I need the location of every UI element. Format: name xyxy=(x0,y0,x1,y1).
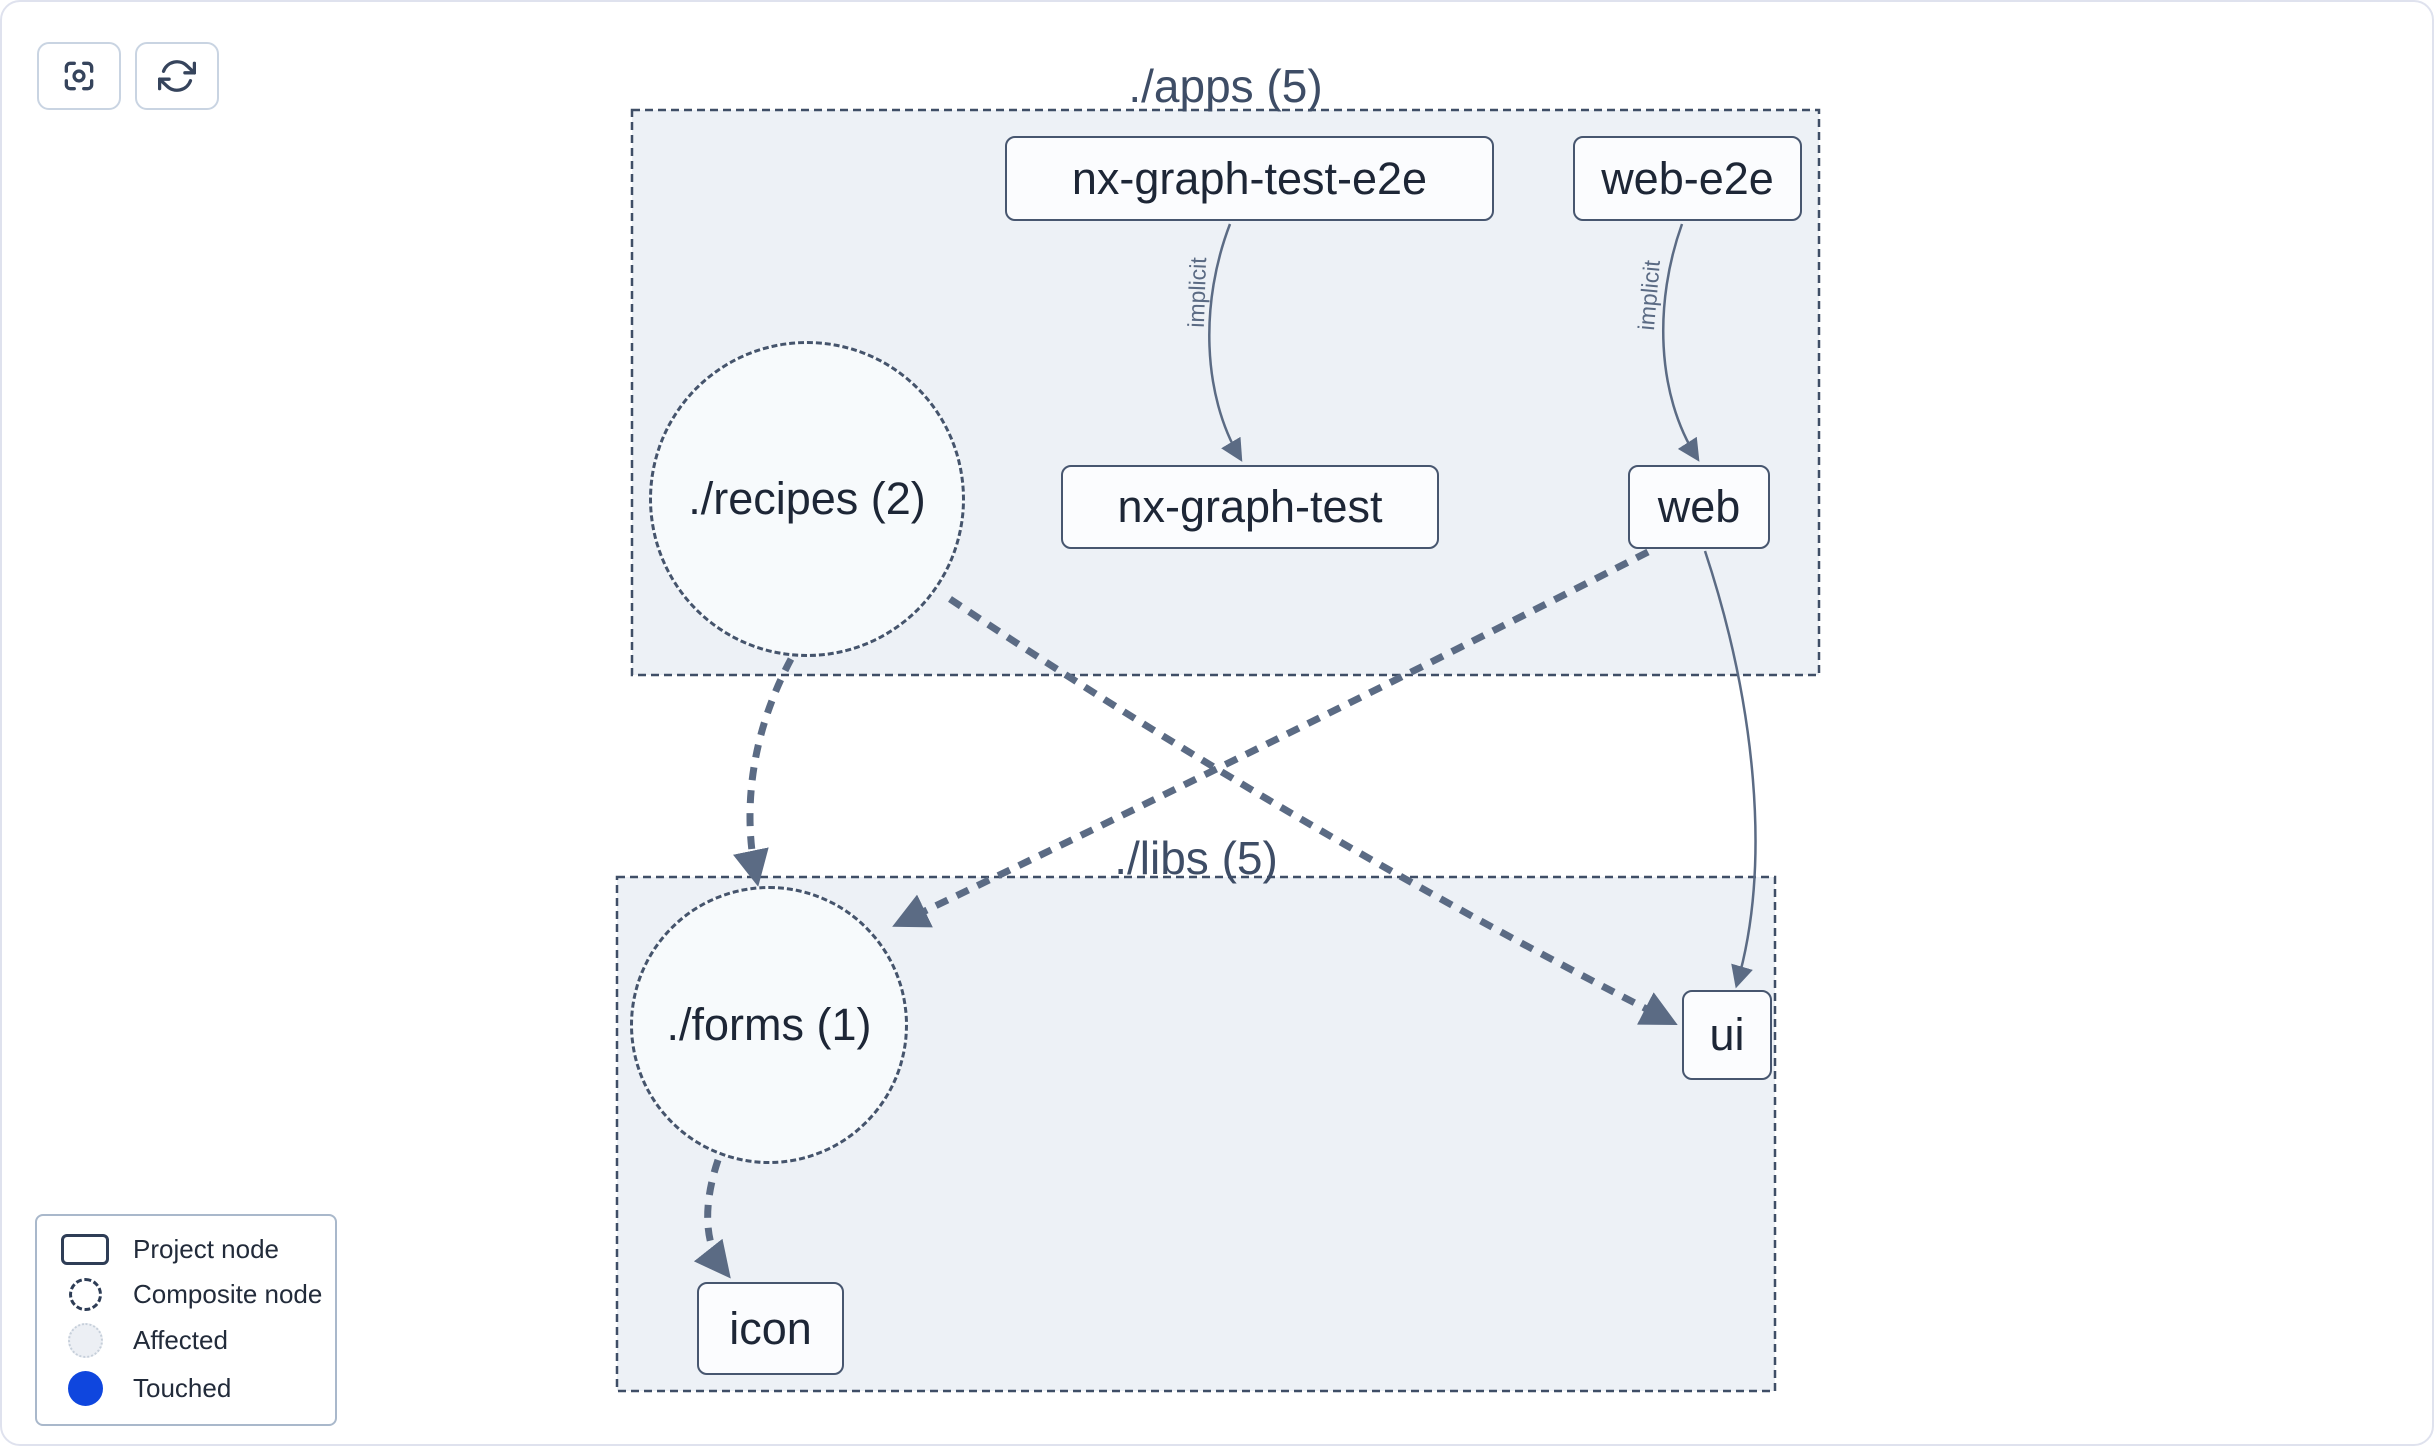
legend-label: Project node xyxy=(133,1234,279,1265)
legend-item-project-node: Project node xyxy=(37,1234,335,1266)
focus-icon xyxy=(64,61,94,91)
edge-nx-graph-test-e2e-to-nx-graph-test[interactable] xyxy=(1208,223,1243,462)
legend-item-affected: Affected xyxy=(37,1323,335,1359)
edge-web-to-ui[interactable] xyxy=(1703,550,1757,989)
legend-label: Touched xyxy=(133,1372,232,1403)
edge-recipes-to-ui[interactable] xyxy=(948,596,1678,1025)
node-label: web xyxy=(1657,481,1741,532)
refresh-graph-button[interactable] xyxy=(135,42,219,110)
node-icon[interactable]: icon xyxy=(697,1282,844,1375)
node-nx-graph-test-e2e[interactable]: nx-graph-test-e2e xyxy=(1005,136,1494,221)
node-label: nx-graph-test xyxy=(1117,481,1383,532)
edge-label-implicit: implicit xyxy=(1182,256,1212,329)
node-label: ./forms (1) xyxy=(666,999,872,1050)
edge-recipes-to-forms[interactable] xyxy=(733,657,795,887)
node-label: nx-graph-test-e2e xyxy=(1071,152,1428,204)
node-web-e2e[interactable]: web-e2e xyxy=(1573,136,1802,221)
node-nx-graph-test[interactable]: nx-graph-test xyxy=(1061,465,1439,549)
touched-swatch xyxy=(67,1370,103,1406)
edge-web-to-forms[interactable] xyxy=(892,548,1650,928)
project-node-swatch xyxy=(61,1234,109,1266)
cluster-libs-title: ./libs (5) xyxy=(1114,832,1278,884)
node-label: ui xyxy=(1709,1009,1745,1060)
refresh-icon xyxy=(158,60,196,92)
node-label: icon xyxy=(729,1302,812,1354)
affected-swatch xyxy=(67,1323,103,1359)
legend-label: Affected xyxy=(133,1325,228,1356)
node-label: ./recipes (2) xyxy=(688,473,926,524)
composite-node-swatch xyxy=(68,1277,102,1311)
center-graph-button[interactable] xyxy=(37,42,121,110)
composite-node-recipes[interactable]: ./recipes (2) xyxy=(649,341,965,657)
node-web[interactable]: web xyxy=(1628,465,1770,549)
legend: Project node Composite node Affected Tou… xyxy=(35,1214,337,1426)
cluster-apps-title: ./apps (5) xyxy=(1128,60,1323,112)
node-label: web-e2e xyxy=(1601,152,1774,204)
edge-web-e2e-to-web[interactable] xyxy=(1661,223,1700,462)
node-ui[interactable]: ui xyxy=(1682,990,1772,1080)
composite-node-forms[interactable]: ./forms (1) xyxy=(630,886,908,1164)
legend-item-composite-node: Composite node xyxy=(37,1277,335,1311)
legend-label: Composite node xyxy=(133,1278,323,1309)
edge-forms-to-icon[interactable] xyxy=(693,1158,731,1279)
legend-item-touched: Touched xyxy=(37,1370,335,1406)
